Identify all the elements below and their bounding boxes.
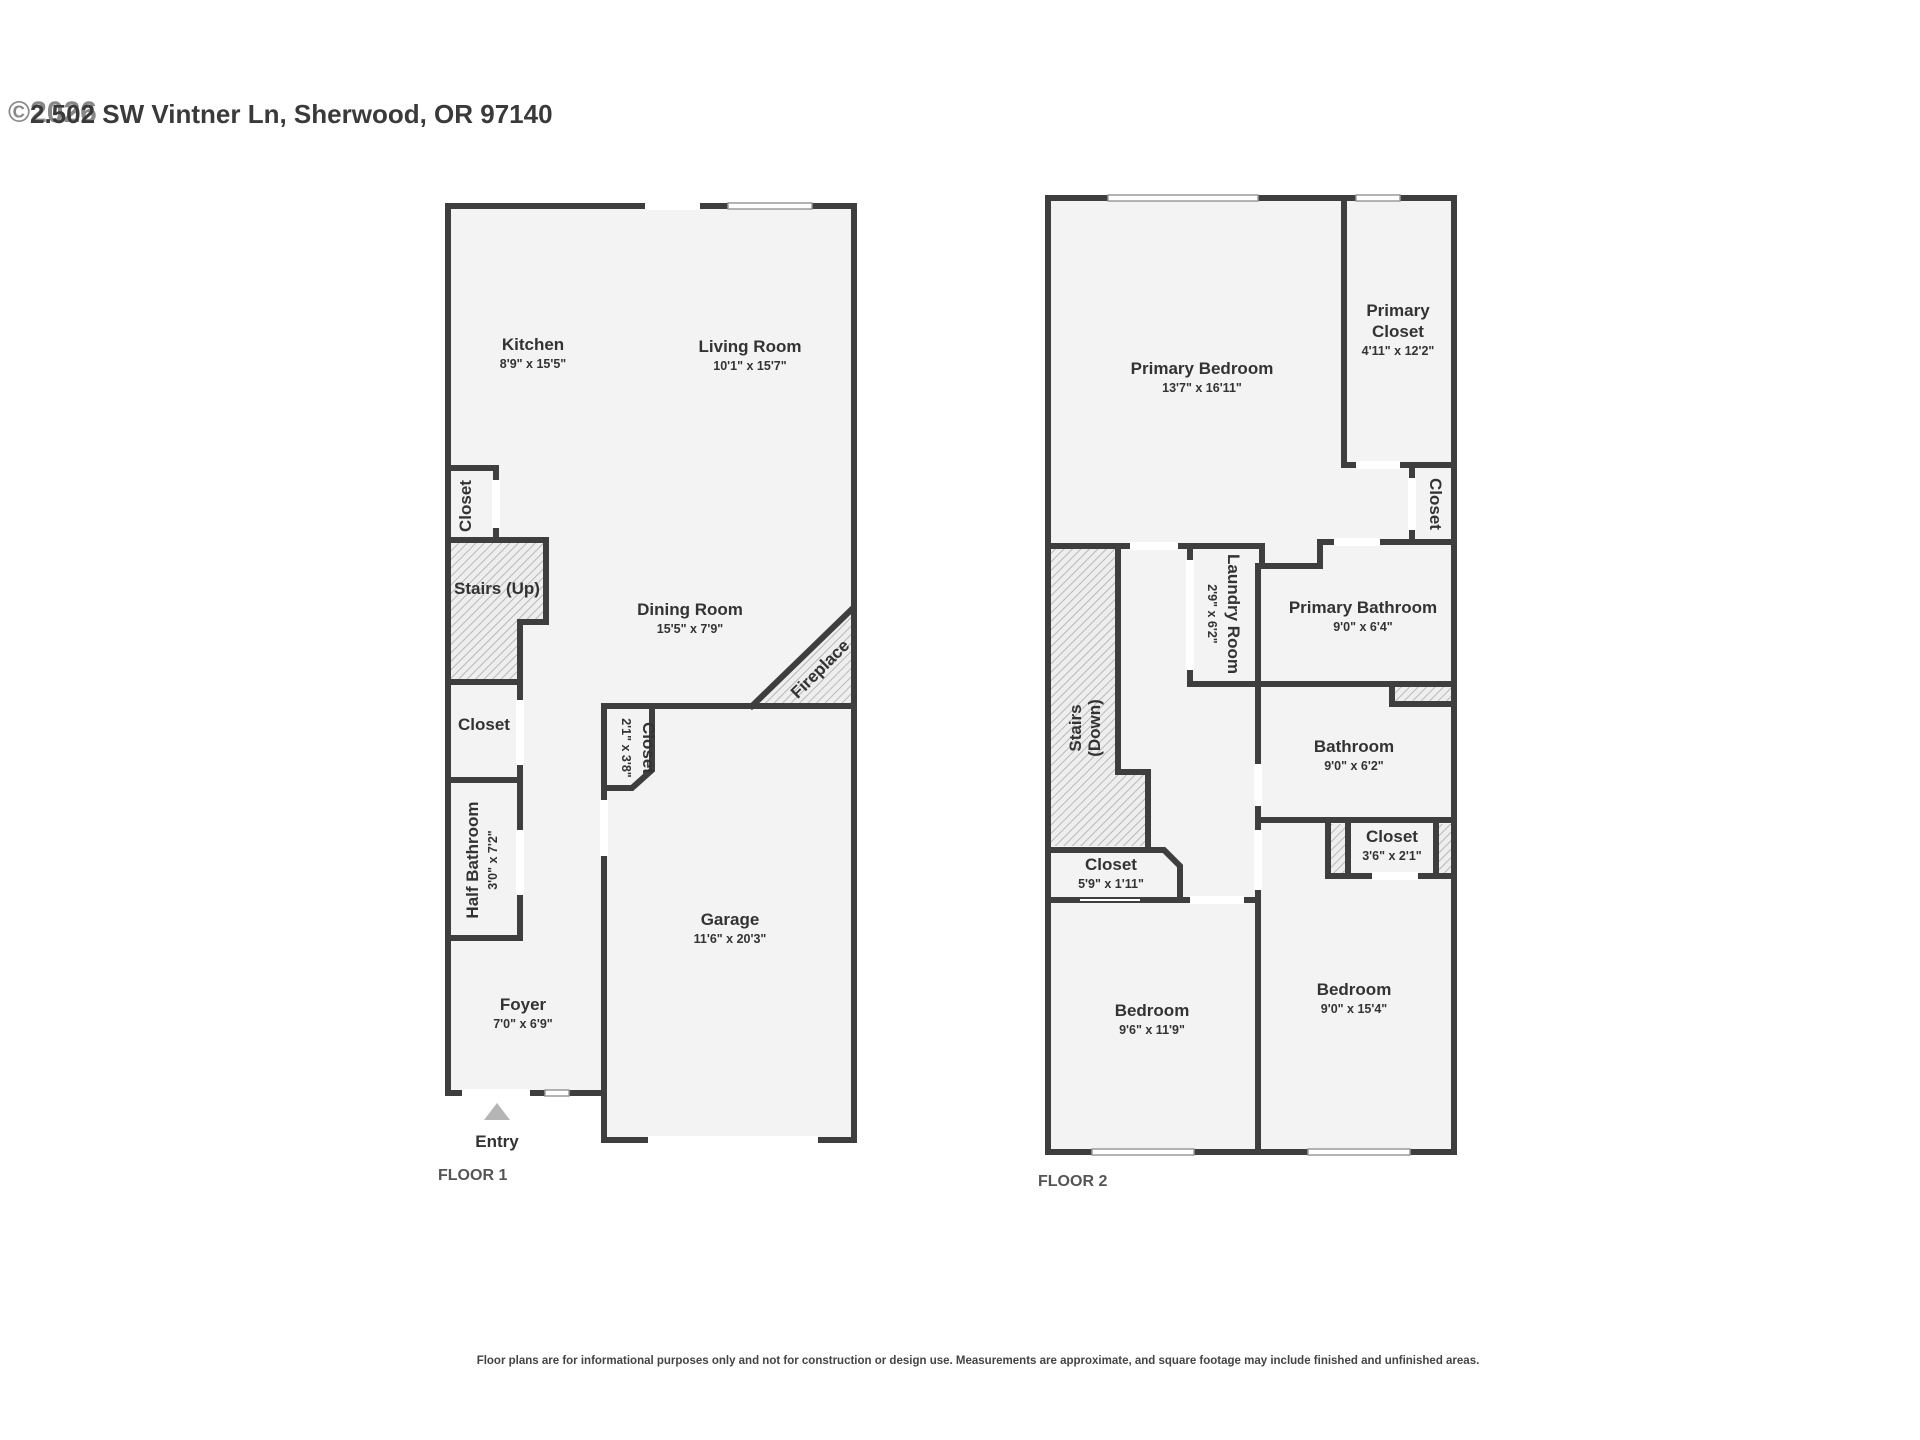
foyer-dims: 7'0" x 6'9" xyxy=(493,1017,553,1031)
stairs-down-hatch xyxy=(1051,546,1148,846)
bedroom-right-dims: 9'0" x 15'4" xyxy=(1321,1002,1388,1016)
shaft-wall xyxy=(1389,681,1457,707)
copyright-watermark: ©2026 xyxy=(8,96,97,129)
closet-right-name: Closet xyxy=(1366,827,1418,846)
floor1-window-top xyxy=(727,202,813,210)
kitchen-dims: 8'9" x 15'5" xyxy=(500,357,567,371)
foyer-name: Foyer xyxy=(500,995,547,1014)
closet-c-name: Closet xyxy=(639,722,658,774)
floor2-window-top-right xyxy=(1355,194,1401,202)
bathroom-dims: 9'0" x 6'2" xyxy=(1324,759,1384,773)
closet-c-wall xyxy=(601,703,655,791)
stairs-down-name-line2: (Down) xyxy=(1085,699,1104,757)
primary-closet-dims: 4'11" x 12'2" xyxy=(1362,344,1435,358)
primary-bathroom-dims: 9'0" x 6'4" xyxy=(1333,620,1393,634)
closet-c-dims: 2'1" x 3'8" xyxy=(619,718,633,778)
half-bathroom-dims: 3'0" x 7'2" xyxy=(486,830,500,890)
floor2-window-bottom-left xyxy=(1091,1148,1195,1156)
garage-dims: 11'6" x 20'3" xyxy=(694,932,767,946)
entry-label: Entry xyxy=(475,1132,519,1151)
laundry-room-name: Laundry Room xyxy=(1224,554,1243,674)
bedroom-left-dims: 9'6" x 11'9" xyxy=(1119,1023,1185,1037)
closet-b-name: Closet xyxy=(458,715,510,734)
dining-room-dims: 15'5" x 7'9" xyxy=(657,622,724,636)
bathroom-name: Bathroom xyxy=(1314,737,1394,756)
bedroom-left-name: Bedroom xyxy=(1115,1001,1190,1020)
disclaimer-text: Floor plans are for informational purpos… xyxy=(477,1355,1480,1367)
floor-1: Entry Kitchen 8'9" x 15'5" Living Room 1… xyxy=(438,202,857,1184)
stairs-down-name-line1: Stairs xyxy=(1066,704,1085,751)
floor1-label: FLOOR 1 xyxy=(438,1167,507,1184)
primary-closet-wall xyxy=(1341,195,1457,468)
laundry-room-dims: 2'9" x 6'2" xyxy=(1205,584,1219,644)
floor1-window-entry xyxy=(544,1089,570,1097)
primary-closet-name-line2: Closet xyxy=(1372,322,1424,341)
primary-bedroom-dims: 13'7" x 16'11" xyxy=(1162,381,1242,395)
closet-right-hatch-left xyxy=(1328,824,1348,874)
stairs-up-name: Stairs (Up) xyxy=(454,579,540,598)
closet-hall-dims: 5'9" x 1'11" xyxy=(1078,877,1144,891)
dining-room-name: Dining Room xyxy=(637,600,743,619)
living-room-dims: 10'1" x 15'7" xyxy=(713,359,786,373)
living-room-name: Living Room xyxy=(699,337,802,356)
primary-bathroom-name: Primary Bathroom xyxy=(1289,598,1437,617)
primary-closet-name-line1: Primary xyxy=(1366,301,1430,320)
stairs-up-hatch xyxy=(450,540,546,682)
shaft-hatch xyxy=(1392,686,1452,704)
kitchen-name: Kitchen xyxy=(502,335,564,354)
closet-hall-name: Closet xyxy=(1085,855,1137,874)
floor-2: Primary Bedroom 13'7" x 16'11" Primary C… xyxy=(1038,194,1457,1190)
closet-right-hatch-right xyxy=(1436,824,1452,874)
closet-right-dims: 3'6" x 2'1" xyxy=(1362,849,1422,863)
fireplace-wall xyxy=(747,605,856,711)
floor2-label: FLOOR 2 xyxy=(1038,1173,1107,1190)
floor2-window-top-left xyxy=(1107,194,1259,202)
entry-arrow-icon xyxy=(484,1103,510,1120)
closet-small-name: Closet xyxy=(1426,478,1445,530)
bedroom-right-name: Bedroom xyxy=(1317,980,1392,999)
closet-hall-wall xyxy=(1045,847,1183,901)
floor2-window-bottom-right xyxy=(1307,1148,1411,1156)
garage-name: Garage xyxy=(701,910,760,929)
stairs-down-wall xyxy=(1115,543,1151,849)
stairs-wall xyxy=(445,537,549,941)
half-bathroom-name: Half Bathroom xyxy=(463,801,482,918)
property-address: 2.502 SW Vintner Ln, Sherwood, OR 97140 xyxy=(30,99,553,129)
primary-bedroom-name: Primary Bedroom xyxy=(1131,359,1274,378)
closet-a-name: Closet xyxy=(456,480,475,532)
